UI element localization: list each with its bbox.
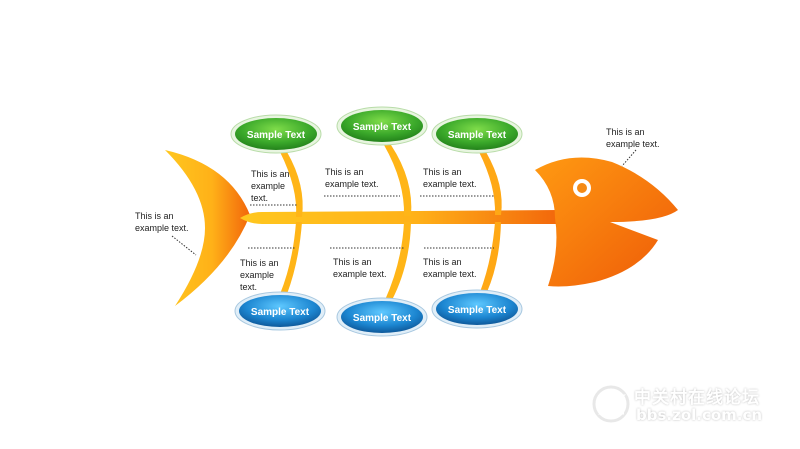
bottom-node-2-label: Sample Text: [353, 313, 412, 324]
head-note: This is an example text.: [606, 127, 660, 149]
lower-note-2: This is an example text.: [333, 257, 387, 279]
fish-spine: [240, 210, 560, 224]
bottom-node-3-label: Sample Text: [448, 305, 507, 316]
watermark-title: 中关村在线论坛: [634, 388, 760, 408]
top-node-3-label: Sample Text: [448, 130, 507, 141]
tail-note: This is an example text.: [135, 211, 189, 233]
lower-bone-2: [385, 222, 411, 300]
fish-head: [535, 157, 678, 287]
top-node-3[interactable]: [431, 114, 523, 154]
watermark-url: bbs.zol.com.cn: [636, 406, 763, 424]
top-node-2-label: Sample Text: [353, 122, 412, 133]
watermark-logo-icon: [592, 385, 630, 423]
dotted-connectors: [171, 149, 637, 256]
bottom-node-1[interactable]: [234, 291, 326, 331]
upper-bone-2: [384, 145, 412, 216]
bottom-node-2[interactable]: [336, 297, 428, 337]
lower-bone-1: [280, 222, 302, 294]
lower-note-3: This is an example text.: [423, 257, 477, 279]
fish-pupil: [577, 183, 587, 193]
upper-note-2: This is an example text.: [325, 167, 379, 189]
bottom-node-3[interactable]: [431, 289, 523, 329]
upper-bone-1: [280, 152, 303, 217]
lower-bone-3: [480, 222, 501, 292]
upper-note-3: This is an example text.: [423, 167, 477, 189]
fish-tail: [165, 150, 250, 306]
top-node-2[interactable]: [336, 106, 428, 146]
upper-note-1: This is an example text.: [251, 169, 290, 203]
bottom-node-1-label: Sample Text: [251, 307, 310, 318]
upper-bone-3: [479, 152, 502, 215]
lower-note-1: This is an example text.: [240, 258, 279, 292]
top-node-1-label: Sample Text: [247, 130, 306, 141]
top-node-1[interactable]: [230, 114, 322, 154]
